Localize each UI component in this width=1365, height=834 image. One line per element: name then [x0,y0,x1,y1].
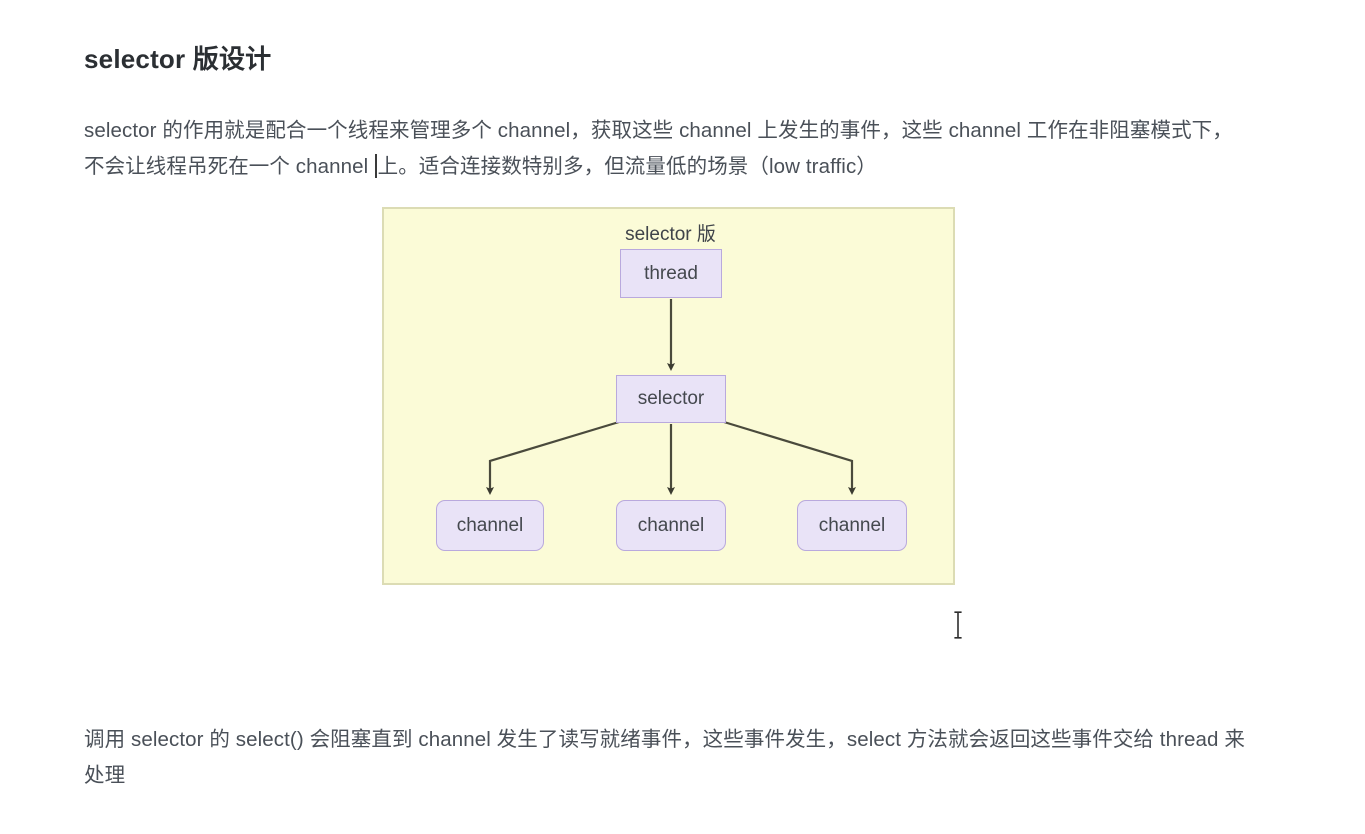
edge-selector-channel-3 [723,420,856,495]
intro-text-before-caret: selector 的作用就是配合一个线程来管理多个 channel，获取这些 c… [84,118,1233,178]
outro-paragraph[interactable]: 调用 selector 的 select() 会阻塞直到 channel 发生了… [84,727,1245,787]
diagram-node-channel-2[interactable]: channel [616,500,726,551]
text-ibeam-cursor [954,611,962,639]
page-title: selector 版设计 [84,44,272,75]
diagram-title: selector 版 [625,224,716,245]
selector-architecture-diagram: selector 版 thread selector channel chann… [382,207,962,639]
edge-selector-channel-1 [486,420,620,495]
text-caret [375,153,377,178]
diagram-node-channel-3[interactable]: channel [797,500,907,551]
diagram-node-channel-1[interactable]: channel [436,500,544,551]
intro-text-after-caret: 上。适合连接数特别多，但流量低的场景（low traffic） [377,154,877,178]
diagram-node-thread[interactable]: thread [620,249,722,298]
diagram-edges [486,299,856,495]
intro-paragraph[interactable]: selector 的作用就是配合一个线程来管理多个 channel，获取这些 c… [84,113,1249,185]
diagram-node-selector[interactable]: selector [616,375,726,423]
